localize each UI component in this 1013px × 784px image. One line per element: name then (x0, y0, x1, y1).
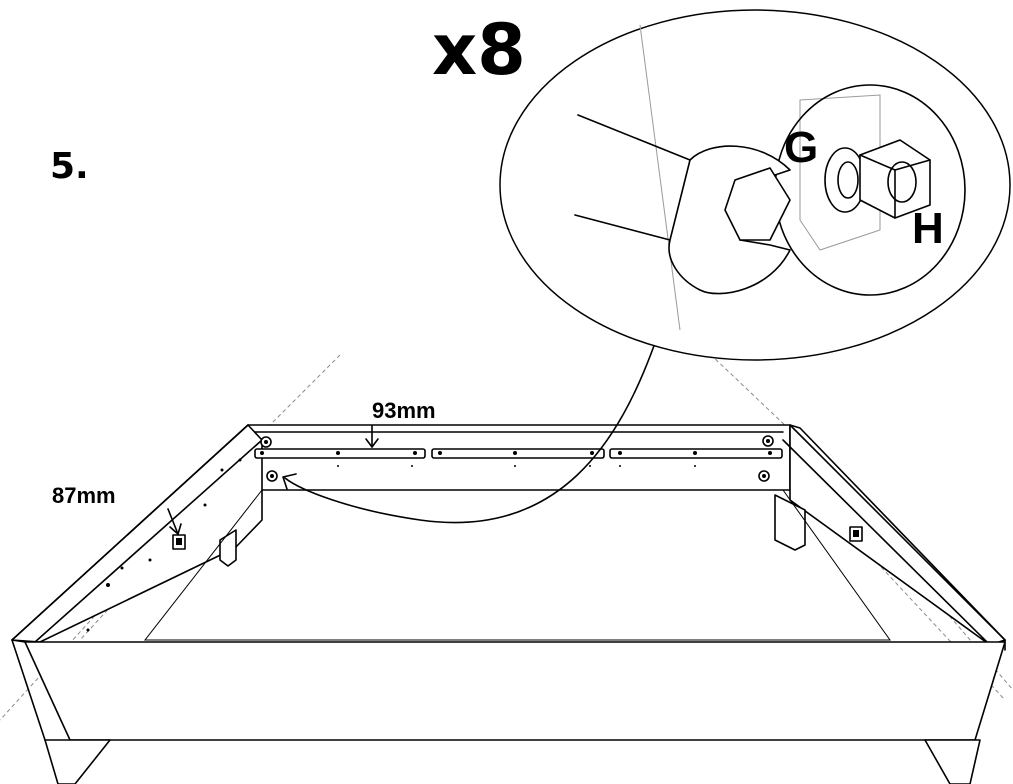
front-panel (24, 641, 1006, 741)
hex-nut-h (859, 139, 931, 219)
front-right-leg (924, 739, 981, 784)
step-number: 5. (50, 146, 89, 187)
side-offset-dimension: 87mm (52, 483, 116, 508)
right-bracket (849, 526, 863, 542)
rail-middle (431, 448, 605, 459)
side-holes (86, 458, 242, 632)
wrench (574, 114, 791, 295)
rail-offset-dimension: 93mm (372, 398, 436, 423)
nut-label: H (912, 204, 944, 253)
left-bracket (172, 534, 186, 550)
rail-left (254, 448, 426, 459)
panel-bolts (260, 435, 774, 482)
front-left-leg (44, 739, 111, 784)
callout-pointer (282, 342, 656, 524)
quantity-label: x8 (432, 9, 526, 91)
bed-frame (11, 424, 1006, 784)
detail-callout (499, 9, 1011, 361)
right-back-leg (774, 494, 806, 551)
washer-label: G (784, 123, 818, 172)
dimension-arrows (167, 425, 379, 535)
metal-rails (254, 435, 783, 482)
left-side-panel (11, 424, 263, 643)
